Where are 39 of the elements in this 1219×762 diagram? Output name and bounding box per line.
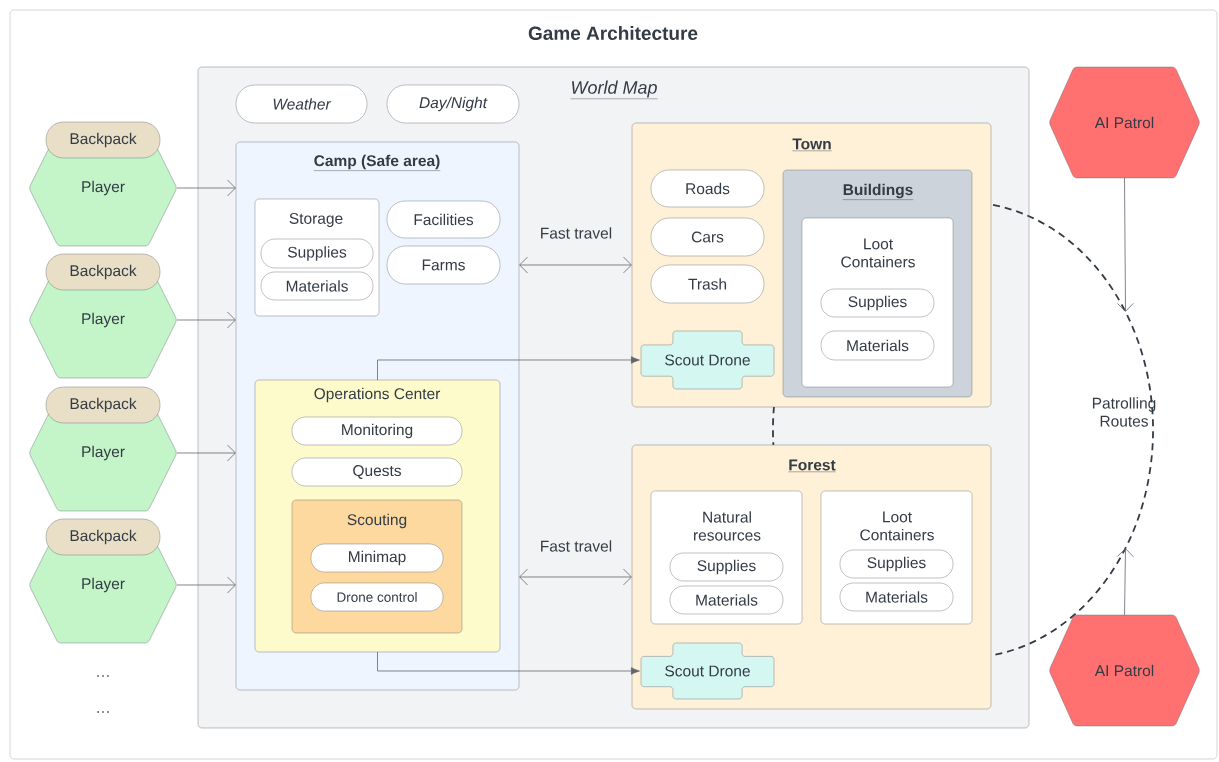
pill-box: Supplies — [820, 288, 935, 318]
pill-box: Materials — [260, 271, 374, 301]
arrow — [176, 444, 236, 462]
diagram-title: Game Architecture — [528, 26, 698, 40]
pill-box: Monitoring — [291, 416, 463, 446]
pill-box: Trash — [650, 264, 765, 304]
pill-box: Farms — [386, 245, 501, 285]
arrow — [1117, 548, 1134, 616]
dashed-route-arc: Patrolling Routes — [992, 204, 1156, 657]
arrow — [519, 256, 632, 274]
pill-box: Quests — [291, 457, 463, 487]
arrow — [176, 179, 236, 197]
arrow — [176, 576, 236, 594]
ellipsis-label: … — [97, 675, 109, 677]
ellipsis-label: … — [97, 711, 109, 713]
backpack-pill: Backpack — [45, 518, 161, 556]
arrow — [519, 568, 632, 586]
pill-box: Materials — [669, 585, 784, 615]
pill-box: Drone control — [310, 582, 444, 612]
pill-box: Weather — [235, 84, 368, 124]
arrow — [377, 356, 640, 381]
pill-box: Minimap — [310, 543, 444, 573]
pill-box: Facilities — [386, 200, 501, 239]
backpack-pill: Backpack — [45, 121, 161, 159]
patrol-hexagon: AI Patrol — [1049, 614, 1200, 727]
backpack-pill: Backpack — [45, 386, 161, 424]
pill-box: Materials — [839, 582, 954, 612]
arrow — [1117, 177, 1134, 312]
backpack-pill: Backpack — [45, 253, 161, 291]
pill-box: Cars — [650, 217, 765, 257]
patrol-hexagon: AI Patrol — [1049, 66, 1200, 179]
pill-box: Supplies — [669, 552, 784, 582]
pill-box: Supplies — [839, 549, 954, 579]
arrow — [377, 651, 640, 675]
pill-box: Supplies — [260, 238, 374, 269]
arrow — [176, 311, 236, 329]
pill-box: Materials — [820, 330, 935, 361]
pill-box: Roads — [650, 169, 765, 208]
pill-box: Day/Night — [386, 84, 520, 124]
